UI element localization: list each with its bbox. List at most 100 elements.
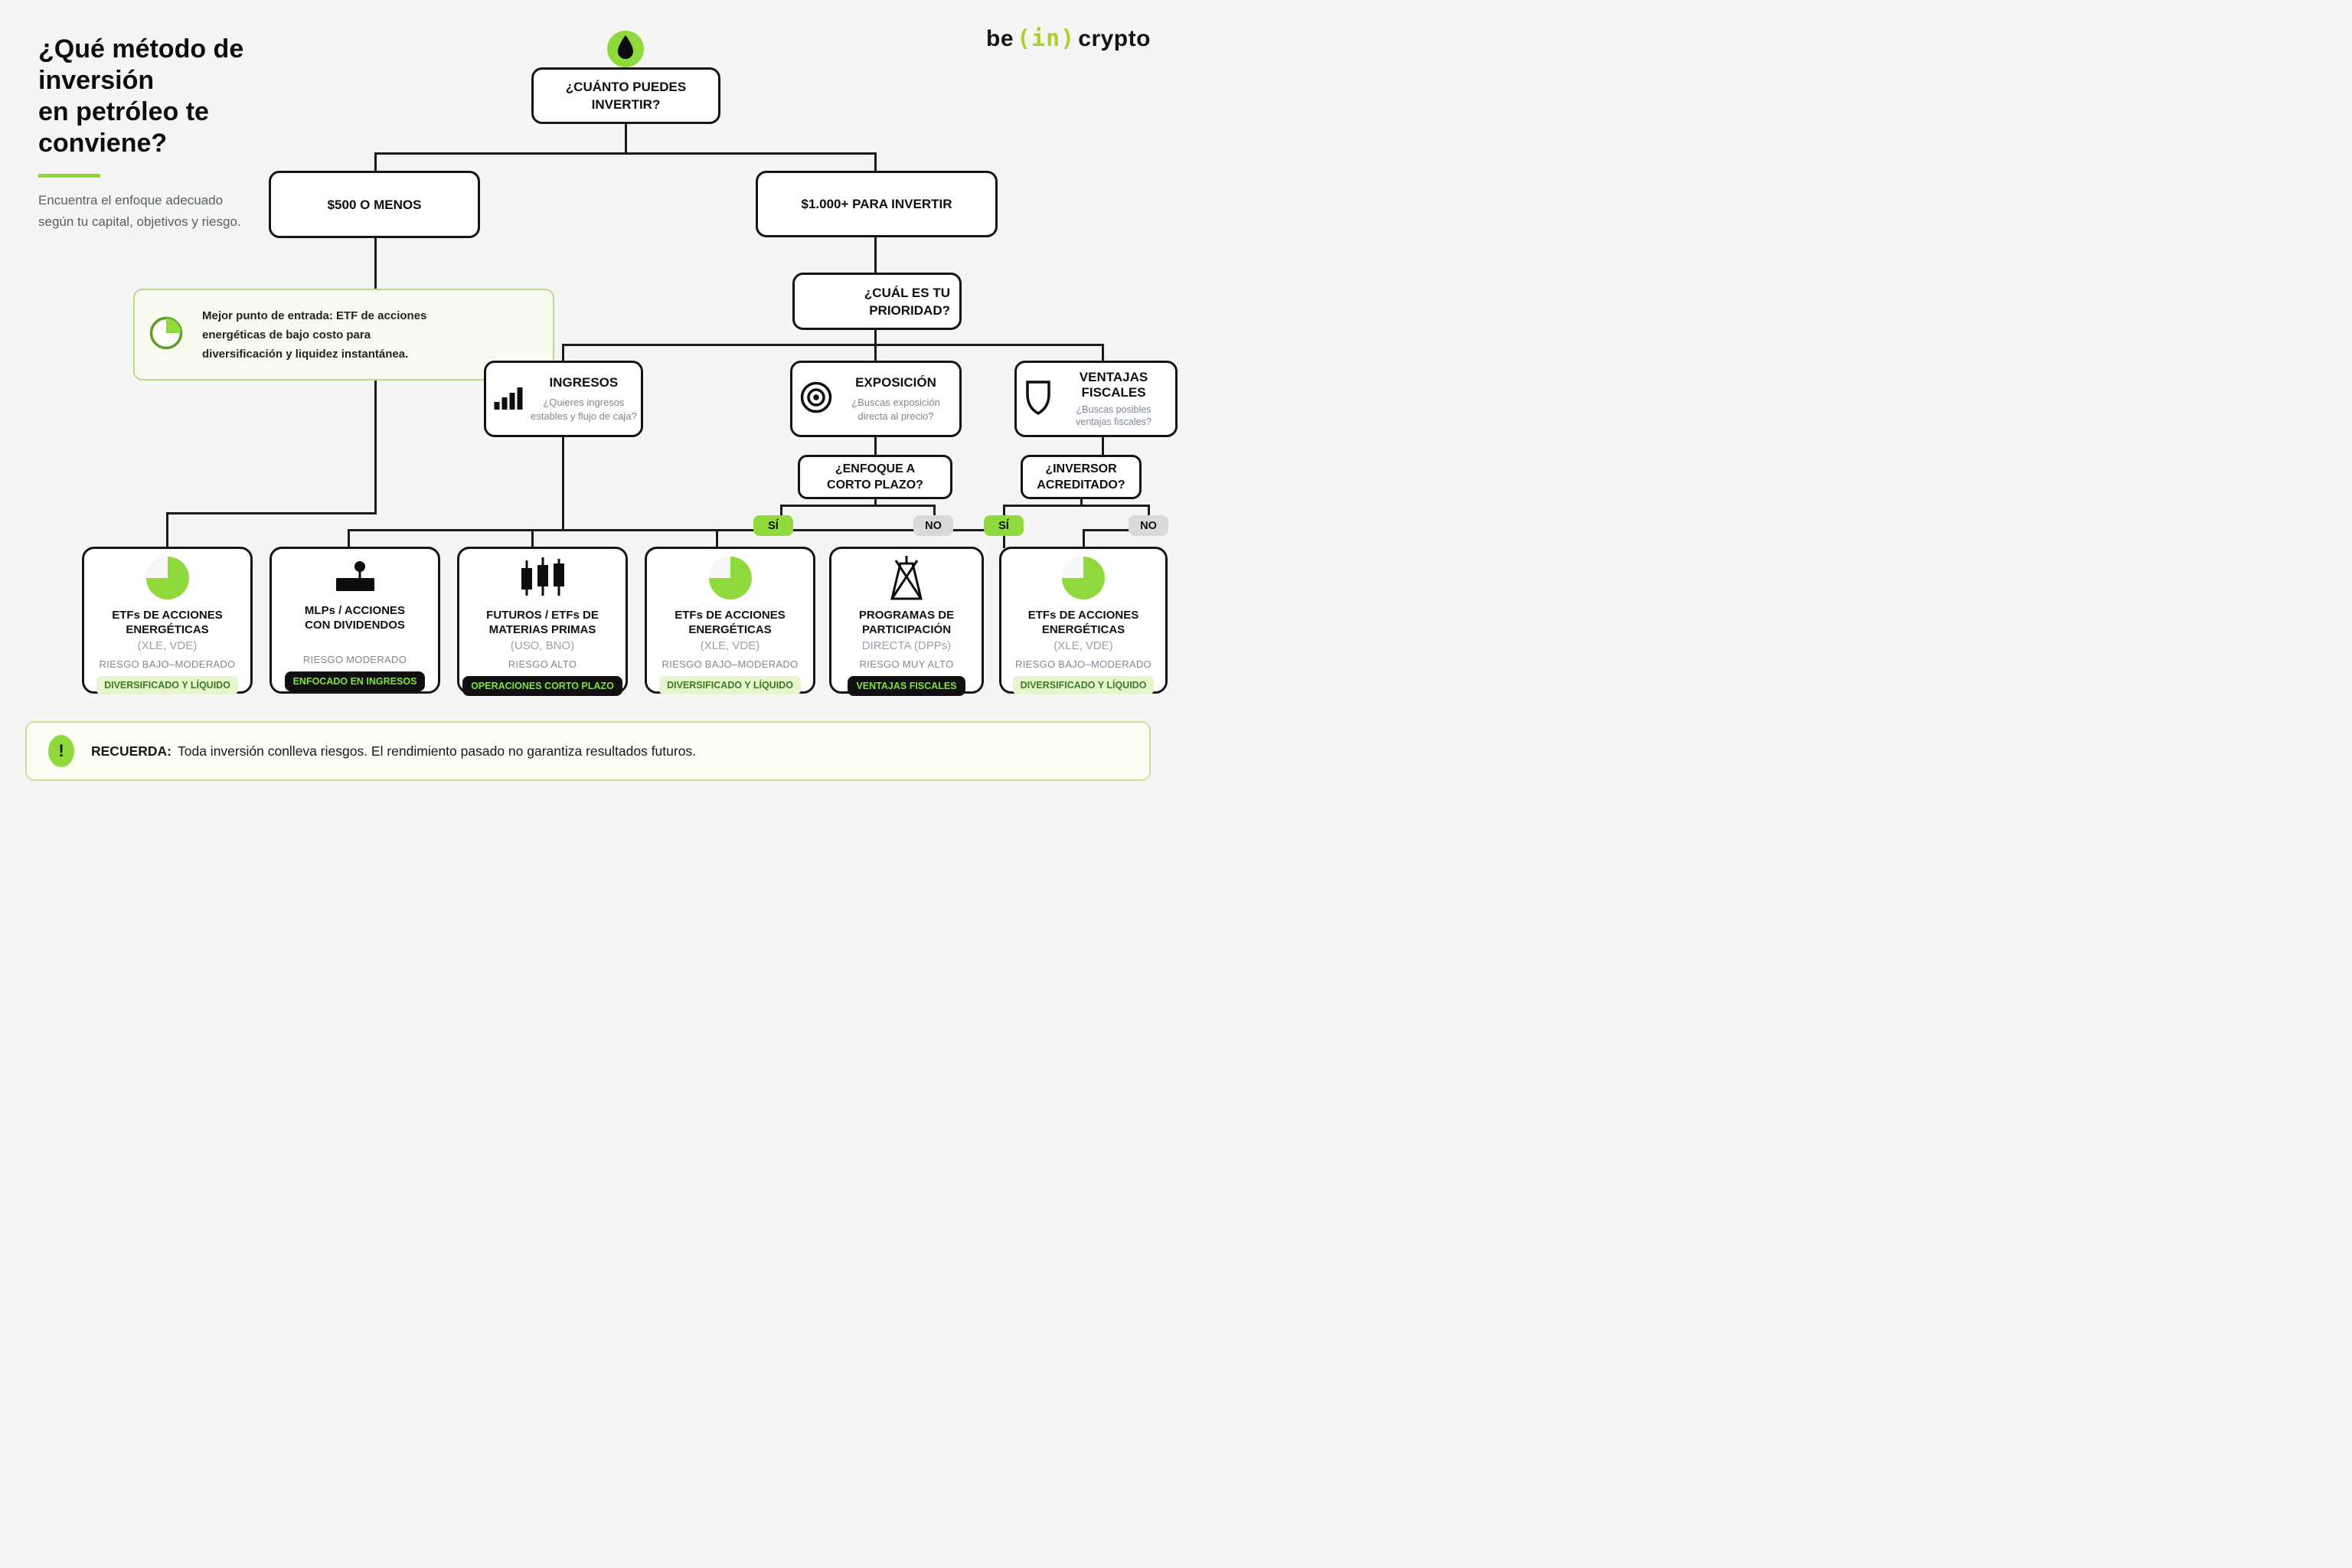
pie-chart-icon (708, 557, 752, 599)
exclamation-icon: ! (48, 735, 74, 767)
node-priority-question: ¿CUÁL ES TU PRIORIDAD? (792, 273, 962, 330)
priority-title: INGRESOS (549, 374, 619, 390)
shield-icon (1024, 380, 1052, 419)
connector-line (1082, 530, 1085, 548)
subtitle-line: según tu capital, objetivos y riesgo. (38, 214, 241, 229)
node-label: ACREDITADO? (1037, 479, 1125, 492)
outcome-ticker: (XLE, VDE) (1054, 639, 1113, 652)
answer-label: NO (1140, 519, 1157, 532)
outcome-risk: RIESGO MODERADO (302, 654, 407, 665)
connector-line (531, 530, 534, 548)
title-underline (38, 174, 100, 178)
connector-line (1101, 345, 1104, 361)
answer-badge-no: NO (913, 515, 953, 536)
node-label: $1.000+ PARA INVERTIR (801, 197, 952, 211)
connector-line (874, 328, 877, 346)
connector-line (347, 530, 350, 548)
node-label: ¿CUÁL ES TU (864, 285, 950, 300)
priority-subtitle: ¿Buscas exposición directa al precio? (851, 396, 940, 423)
outcome-title-line: ETFs DE ACCIONES (675, 609, 786, 622)
node-label: ¿ENFOQUE A (835, 462, 916, 475)
outcome-card-etf-2: ETFs DE ACCIONES ENERGÉTICAS (XLE, VDE) … (645, 547, 815, 694)
candlestick-icon (519, 557, 567, 599)
tip-line: Mejor punto de entrada: ETF de acciones (202, 309, 427, 322)
page-subtitle: Encuentra el enfoque adecuado según tu c… (38, 190, 241, 233)
priority-subtitle: ¿Quieres ingresos estables y flujo de ca… (531, 396, 637, 423)
oil-drop-badge (607, 31, 644, 67)
connector-line (1002, 530, 1005, 548)
disclaimer-body: Toda inversión conlleva riesgos. El rend… (178, 743, 697, 759)
outcome-badge: DIVERSIFICADO Y LÍQUIDO (1012, 676, 1155, 694)
outcome-title: ETFs DE ACCIONES ENERGÉTICAS (675, 608, 785, 637)
outcome-title-line: FUTUROS / ETFs DE (486, 609, 599, 622)
connector-line (779, 504, 936, 507)
connector-line (561, 345, 564, 361)
page-title: ¿Qué método de inversión en petróleo te … (38, 34, 243, 159)
outcome-title-line: ETFs DE ACCIONES (1027, 609, 1139, 622)
logo-in-brackets-icon: (in) (1017, 25, 1076, 52)
connector-line (874, 436, 877, 456)
tip-callout: Mejor punto de entrada: ETF de acciones … (133, 289, 554, 381)
outcome-card-dpp: PROGRAMAS DE PARTICIPACIÓN DIRECTA (DPPs… (829, 547, 984, 696)
outcome-ticker: (XLE, VDE) (700, 639, 760, 652)
priority-subtitle-line: estables y flujo de caja? (531, 410, 637, 422)
disclaimer-bar: ! RECUERDA:Toda inversión conlleva riesg… (25, 721, 1151, 781)
oil-derrick-icon (886, 556, 927, 600)
node-priority-ventajas-fiscales: VENTAJAS FISCALES ¿Buscas posibles venta… (1014, 361, 1178, 437)
connector-line (165, 513, 168, 548)
outcome-title-line: MLPs / ACCIONES (304, 604, 406, 617)
outcome-title: MLPs / ACCIONES CON DIVIDENDOS (305, 603, 405, 632)
node-label: INVERTIR? (591, 97, 661, 112)
bar-chart-icon (494, 385, 523, 413)
outcome-badge: ENFOCADO EN INGRESOS (284, 671, 426, 691)
pie-chart-icon (1062, 557, 1105, 599)
node-question-acreditado: ¿INVERSOR ACREDITADO? (1021, 455, 1142, 499)
oil-drop-icon (616, 34, 635, 64)
logo-text-crypto: crypto (1078, 25, 1151, 51)
pie-quarter-icon (149, 315, 184, 354)
node-priority-exposicion: EXPOSICIÓN ¿Buscas exposición directa al… (790, 361, 962, 437)
outcome-badge: OPERACIONES CORTO PLAZO (462, 676, 622, 696)
target-icon (800, 381, 832, 417)
outcome-title: ETFs DE ACCIONES ENERGÉTICAS (112, 608, 222, 637)
connector-line (1080, 497, 1083, 506)
connector-line (561, 343, 1104, 346)
subtitle-line: Encuentra el enfoque adecuado (38, 193, 224, 207)
outcome-card-futuros: FUTUROS / ETFs DE MATERIAS PRIMAS (USO, … (457, 547, 628, 696)
node-label: PRIORIDAD? (869, 302, 950, 318)
connector-line (374, 153, 377, 173)
connector-line (561, 436, 564, 531)
outcome-badge: DIVERSIFICADO Y LÍQUIDO (659, 676, 801, 694)
priority-subtitle-line: ¿Buscas posibles (1076, 404, 1152, 415)
connector-line (1082, 528, 1149, 531)
outcome-title: PROGRAMAS DE PARTICIPACIÓN (859, 608, 954, 637)
answer-label: SÍ (998, 519, 1009, 532)
priority-subtitle-line: directa al precio? (858, 410, 934, 422)
disclaimer-text: RECUERDA:Toda inversión conlleva riesgos… (91, 743, 696, 760)
priority-subtitle: ¿Buscas posibles ventajas fiscales? (1076, 403, 1152, 428)
outcome-title-line: PROGRAMAS DE (858, 609, 955, 622)
outcome-title-line: ETFs DE ACCIONES (112, 609, 223, 622)
priority-title: EXPOSICIÓN (855, 374, 936, 390)
node-label: CORTO PLAZO? (827, 479, 923, 492)
connector-line (165, 511, 376, 514)
node-question-corto-plazo: ¿ENFOQUE A CORTO PLAZO? (798, 455, 952, 499)
tip-line: energéticas de bajo costo para (202, 328, 371, 341)
outcome-title-line: PARTICIPACIÓN (861, 623, 952, 636)
answer-label: SÍ (768, 519, 779, 532)
priority-text: EXPOSICIÓN ¿Buscas exposición directa al… (840, 375, 952, 423)
connector-line (347, 528, 1004, 531)
node-label: ¿INVERSOR (1045, 462, 1117, 475)
connector-line (874, 345, 877, 361)
node-label: ¿CUÁNTO PUEDES (565, 80, 687, 94)
priority-title: VENTAJAS (1079, 370, 1148, 384)
node-1000-plus: $1.000+ PARA INVERTIR (756, 171, 998, 237)
connector-line (624, 122, 627, 153)
outcome-title: FUTUROS / ETFs DE MATERIAS PRIMAS (486, 608, 599, 637)
node-500-or-less: $500 O MENOS (269, 171, 480, 238)
pie-chart-icon (145, 557, 189, 599)
outcome-title-line: ENERGÉTICAS (688, 623, 772, 636)
logo-text-be: be (986, 25, 1014, 51)
outcome-risk: RIESGO BAJO–MODERADO (99, 658, 236, 670)
outcome-risk: RIESGO BAJO–MODERADO (662, 658, 799, 670)
